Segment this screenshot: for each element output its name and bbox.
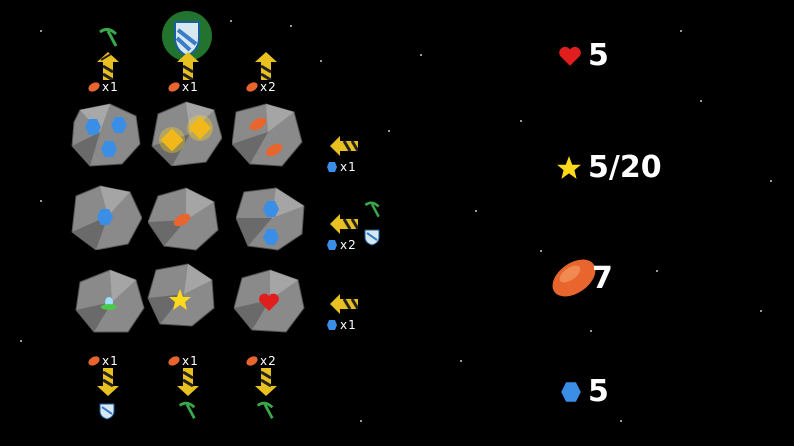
heart-icon [559,46,581,66]
cost-top-2: x1 [168,80,199,94]
ore-icon [264,142,284,161]
shield-icon[interactable] [364,228,380,250]
cost-qty: x2 [340,238,357,252]
asteroid-r1c2[interactable] [150,100,223,167]
ore-icon [88,82,100,92]
hud-lives: 5 [558,38,609,73]
ore-icon [552,259,596,297]
hazard-arrow-up[interactable] [97,52,119,82]
hazard-arrow-down[interactable] [177,368,199,396]
cost-qty: x1 [340,160,357,174]
cost-bottom-1: x1 [88,354,119,368]
hazard-arrow-left[interactable] [330,214,360,238]
hazard-arrow-up[interactable] [177,52,199,82]
hazard-arrow-left[interactable] [330,136,360,160]
yellow-star-icon [158,126,186,158]
cost-top-3: x2 [246,80,277,94]
asteroid-r3c2[interactable] [146,262,218,328]
pickaxe-icon[interactable] [254,400,276,426]
blue-gem-icon [100,140,118,162]
cost-qty: x2 [260,80,277,94]
pickaxe-icon[interactable] [176,400,198,426]
asteroid-r1c3[interactable] [231,102,304,168]
blue-gem-icon [262,200,280,222]
cost-qty: x1 [102,354,119,368]
ore-icon [168,82,180,92]
pickaxe-icon[interactable] [362,200,382,220]
cost-qty: x1 [182,80,199,94]
gems-count: 5 [588,374,609,409]
ore-icon [88,356,100,366]
blue-gem-icon [327,240,337,250]
pickaxe-icon[interactable] [96,26,120,50]
blue-gem-icon [110,116,128,138]
hud-ore: 7 [548,252,613,304]
cost-right-2: x2 [326,238,357,252]
lives-count: 5 [588,38,609,73]
asteroid-r2c1[interactable] [70,184,143,251]
blue-gem-icon [84,118,102,140]
cost-qty: x1 [182,354,199,368]
asteroid-r2c2[interactable] [147,186,220,252]
hazard-arrow-down[interactable] [97,368,119,396]
ore-icon [246,82,258,92]
asteroid-r2c3[interactable] [235,186,308,252]
cost-right-1: x1 [326,160,357,174]
cost-bottom-2: x1 [168,354,199,368]
hazard-arrow-down[interactable] [255,368,277,396]
shield-icon[interactable] [99,402,115,424]
red-heart-icon [258,292,280,316]
ore-icon [246,356,258,366]
asteroid-r3c1[interactable] [74,268,146,334]
yellow-star-icon [168,288,192,316]
ore-icon [172,212,192,231]
cost-qty: x1 [102,80,119,94]
hazard-arrow-left[interactable] [330,294,360,318]
cost-bottom-3: x2 [246,354,277,368]
ore-icon [248,116,268,135]
ufo-icon [100,296,118,316]
hud-stars: 5/20 [556,150,662,185]
yellow-star-icon [186,114,214,146]
star-icon [557,155,581,179]
hud-gems: 5 [560,374,609,409]
cost-qty: x2 [260,354,277,368]
blue-gem-icon [327,320,337,330]
stars-count: 5/20 [588,150,662,185]
shield-icon[interactable] [162,10,212,62]
asteroid-r3c3[interactable] [233,268,306,334]
ore-count: 7 [592,260,613,296]
blue-gem-icon [561,381,581,402]
ore-icon [168,356,180,366]
blue-gem-icon [96,208,114,230]
hazard-arrow-up[interactable] [255,52,277,82]
blue-gem-icon [262,228,280,250]
cost-right-3: x1 [326,318,357,332]
asteroid-r1c1[interactable] [70,102,142,168]
cost-top-1: x1 [88,80,119,94]
blue-gem-icon [327,162,337,172]
cost-qty: x1 [340,318,357,332]
